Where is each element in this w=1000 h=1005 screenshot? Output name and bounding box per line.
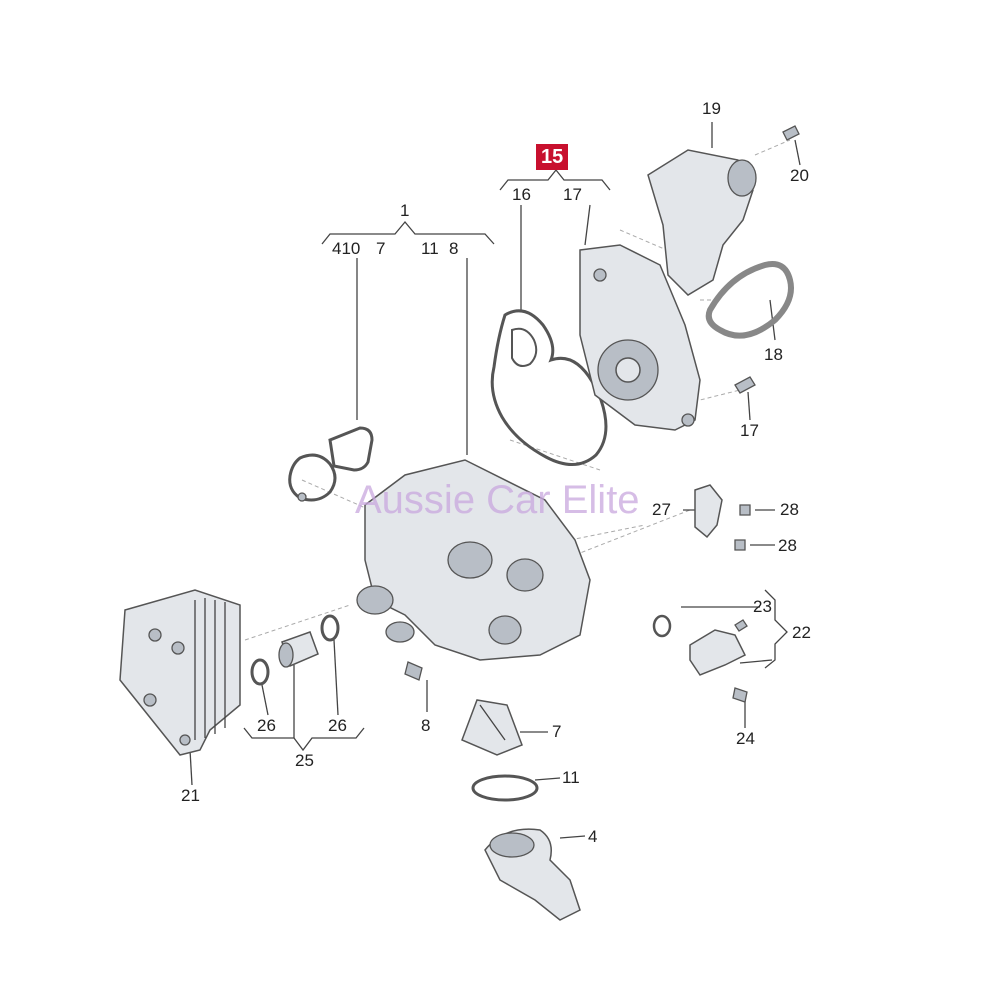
callout-8-top: 8 — [449, 239, 459, 258]
bracket-group-22 — [681, 589, 788, 669]
callout-410: 410 — [332, 239, 361, 258]
callout-26-a: 26 — [257, 716, 276, 735]
bracket-group-15 — [499, 168, 611, 310]
gasket-410 — [288, 426, 374, 502]
callout-28-a: 28 — [780, 500, 799, 519]
highlighted-callout-15: 15 — [536, 144, 569, 170]
thermostat-housing-8 — [356, 459, 591, 661]
callout-22: 22 — [792, 623, 811, 642]
callout-7-top: 7 — [376, 239, 386, 258]
callout-17-bottom: 17 — [740, 421, 759, 440]
oil-cooler-21 — [119, 589, 241, 756]
callout-11-bottom: 11 — [562, 768, 580, 787]
watermark: Aussie Car Elite — [355, 478, 640, 522]
sealing-rings-26 — [250, 614, 340, 686]
callout-4: 4 — [588, 827, 598, 846]
gasket-16 — [490, 309, 608, 466]
callout-18: 18 — [764, 345, 783, 364]
water-pump-17 — [579, 244, 756, 431]
callout-21: 21 — [181, 786, 200, 805]
callout-25: 25 — [295, 751, 314, 770]
callout-1: 1 — [400, 201, 410, 220]
callout-27: 27 — [652, 500, 671, 519]
belt-18 — [705, 261, 794, 339]
callout-17-top: 17 — [563, 185, 582, 204]
callout-20: 20 — [790, 166, 809, 185]
bolt-8 — [404, 661, 423, 681]
callout-28-b: 28 — [778, 536, 797, 555]
seal-ring-11 — [471, 774, 539, 802]
sensor-22 — [652, 614, 748, 676]
pulley-cover-19 — [647, 149, 757, 296]
callout-24: 24 — [736, 729, 755, 748]
bracket-group-25 — [243, 639, 365, 752]
callout-26-b: 26 — [328, 716, 347, 735]
bracket-27 — [694, 484, 723, 539]
callout-16: 16 — [512, 185, 531, 204]
thermostat-7 — [461, 699, 523, 756]
bolt-20 — [782, 125, 800, 141]
bracket-group-1 — [321, 220, 495, 455]
connector-4 — [484, 828, 581, 921]
callout-7-bottom: 7 — [552, 722, 562, 741]
callout-19: 19 — [702, 99, 721, 118]
callout-23: 23 — [753, 597, 772, 616]
adapter-25 — [278, 631, 319, 668]
callout-11-top: 11 — [421, 239, 439, 258]
bolts-28 — [734, 504, 751, 551]
screw-24 — [732, 687, 748, 703]
callout-8-bottom: 8 — [421, 716, 431, 735]
